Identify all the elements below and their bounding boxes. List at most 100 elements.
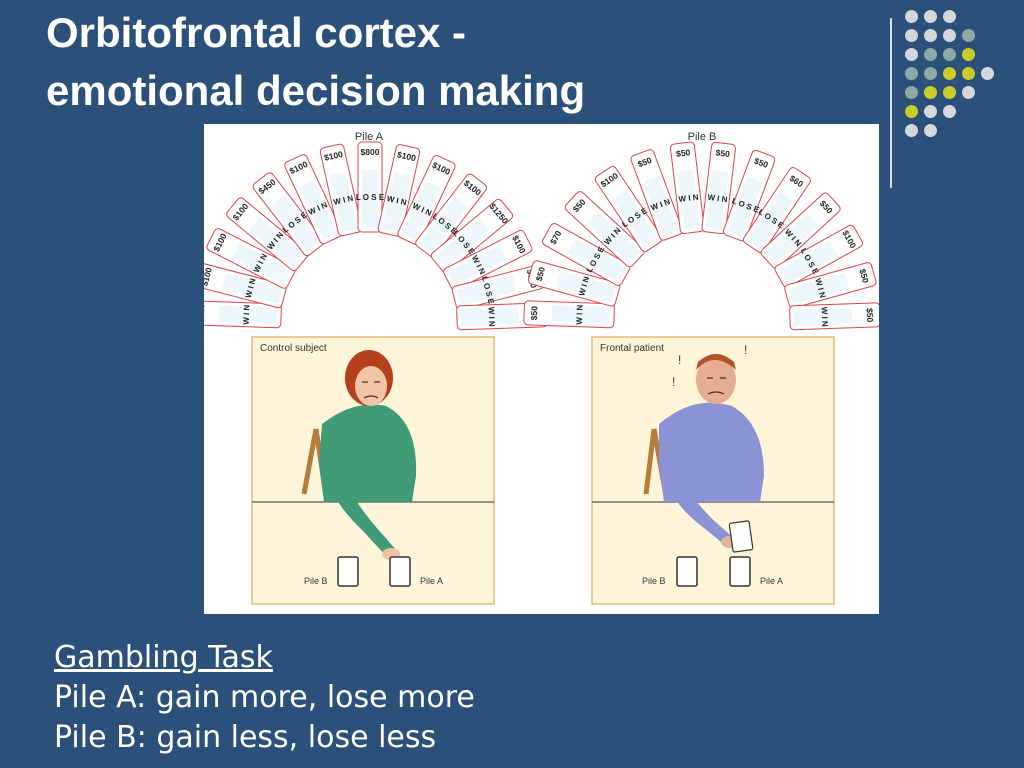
pile-a-card-result: L O S E bbox=[356, 193, 385, 202]
patient-pile-a-label: Pile A bbox=[760, 576, 783, 586]
pile-b-card: $50W I N bbox=[784, 262, 877, 309]
person-face bbox=[355, 366, 387, 406]
pile-a-card-amount: $100 bbox=[204, 266, 214, 287]
pile-b-card: $50W I N bbox=[630, 149, 684, 241]
decorative-dot bbox=[962, 67, 975, 80]
pile-a-card: $100 W I N bbox=[204, 300, 282, 329]
pile-b-card-amount: $50 bbox=[865, 308, 875, 323]
confusion-mark-icon: ! bbox=[678, 353, 681, 367]
pile-b-card-result: W I N bbox=[678, 193, 699, 204]
pile-b-card: $50W I N bbox=[527, 260, 621, 307]
pile-b-label: Pile B bbox=[688, 131, 717, 143]
title-line-2: emotional decision making bbox=[46, 67, 586, 114]
control-pile-b-label: Pile B bbox=[304, 576, 328, 586]
pile-b-card-amount: $50 bbox=[676, 147, 692, 159]
confusion-mark-icon: ! bbox=[744, 343, 747, 357]
decorative-dot bbox=[924, 124, 937, 137]
drawn-card bbox=[728, 520, 754, 553]
pile-a-description: Pile A: gain more, lose more bbox=[54, 680, 475, 715]
decorative-dot bbox=[962, 86, 975, 99]
pile-b-description: Pile B: gain less, lose less bbox=[54, 720, 437, 755]
pile-b-card: $50W I N bbox=[701, 141, 736, 235]
decorative-dot bbox=[943, 48, 956, 61]
pile-b-card-amount: $50 bbox=[529, 306, 539, 321]
decorative-dot bbox=[905, 10, 918, 23]
decorative-divider-line bbox=[890, 18, 892, 188]
decorative-dot bbox=[962, 48, 975, 61]
pile-a-card-result: W I N bbox=[333, 194, 355, 207]
pile-a-card-amount: $100 bbox=[323, 149, 344, 163]
control-subject-panel: Control subject Pile B Pile A bbox=[251, 336, 495, 605]
pile-b-card: $70L O S E bbox=[542, 223, 631, 286]
decorative-dot bbox=[905, 86, 918, 99]
pile-a-card-result: W I N bbox=[242, 304, 252, 325]
patient-pile-b-label: Pile B bbox=[642, 576, 666, 586]
title-line-1: Orbitofrontal cortex - bbox=[46, 9, 467, 56]
decorative-dot bbox=[924, 86, 937, 99]
pile-b-card: $60L O S E bbox=[742, 167, 811, 254]
pile-a-card-amount: $800 bbox=[361, 147, 380, 157]
pile-a-card: $800 L O S E bbox=[356, 141, 385, 233]
slide-title: Orbitofrontal cortex - emotional decisio… bbox=[46, 4, 826, 120]
person-face bbox=[696, 356, 736, 404]
person-body bbox=[319, 404, 417, 502]
pile-b-card-amount: $50 bbox=[753, 156, 770, 170]
pile-a-card-amount: $100 bbox=[204, 303, 206, 323]
slide-caption: Gambling Task Pile A: gain more, lose mo… bbox=[54, 638, 475, 758]
pile-b-card: $50W I N bbox=[760, 192, 841, 269]
person-arm bbox=[326, 466, 396, 556]
decorative-dot bbox=[943, 10, 956, 23]
decorative-dot bbox=[981, 67, 994, 80]
pile-a-card-result: W I N bbox=[487, 307, 497, 328]
pile-b-card: $50 W I N bbox=[789, 302, 879, 331]
decorative-dot bbox=[905, 124, 918, 137]
pile-b-deck bbox=[337, 556, 359, 587]
pile-b-card-result: W I N bbox=[707, 193, 728, 204]
decorative-dot bbox=[924, 48, 937, 61]
pile-b-card: $50L O S E bbox=[722, 149, 776, 242]
pile-a-card-fan: $100 W I N $100 W I N $100 W I N $100 W I N $450… bbox=[204, 141, 548, 331]
pile-a-card: $100 W I N bbox=[319, 143, 363, 237]
person-body bbox=[659, 402, 764, 502]
decorative-dot bbox=[962, 29, 975, 42]
control-pile-a-label: Pile A bbox=[420, 576, 443, 586]
pile-b-deck bbox=[676, 556, 698, 587]
pile-b-card-result: W I N bbox=[575, 304, 585, 325]
decorative-dot bbox=[943, 29, 956, 42]
decorative-dot bbox=[943, 67, 956, 80]
pile-b-card-amount: $50 bbox=[534, 266, 548, 283]
decorative-dot bbox=[943, 86, 956, 99]
decorative-dot bbox=[924, 105, 937, 118]
pile-a-card-result: W I N bbox=[386, 194, 408, 207]
decorative-dot bbox=[924, 10, 937, 23]
pile-a-deck bbox=[729, 556, 751, 587]
decorative-dot bbox=[943, 105, 956, 118]
pile-b-card: $50W I N bbox=[564, 191, 645, 268]
pile-a-card-amount: $100 bbox=[396, 149, 417, 163]
control-subject-label: Control subject bbox=[260, 343, 327, 354]
pile-b-card-amount: $50 bbox=[636, 155, 653, 169]
decorative-dot bbox=[924, 29, 937, 42]
person-hair bbox=[696, 354, 736, 370]
pile-b-card: $50 W I N bbox=[670, 141, 705, 234]
frontal-patient-panel: Frontal patient ! ! ! Pile B Pile A bbox=[591, 336, 835, 605]
decorative-dot bbox=[905, 105, 918, 118]
pile-b-card-result: W I N bbox=[820, 307, 830, 328]
gambling-task-link[interactable]: Gambling Task bbox=[54, 640, 273, 675]
decorative-dot bbox=[905, 48, 918, 61]
frontal-patient-label: Frontal patient bbox=[600, 343, 664, 354]
